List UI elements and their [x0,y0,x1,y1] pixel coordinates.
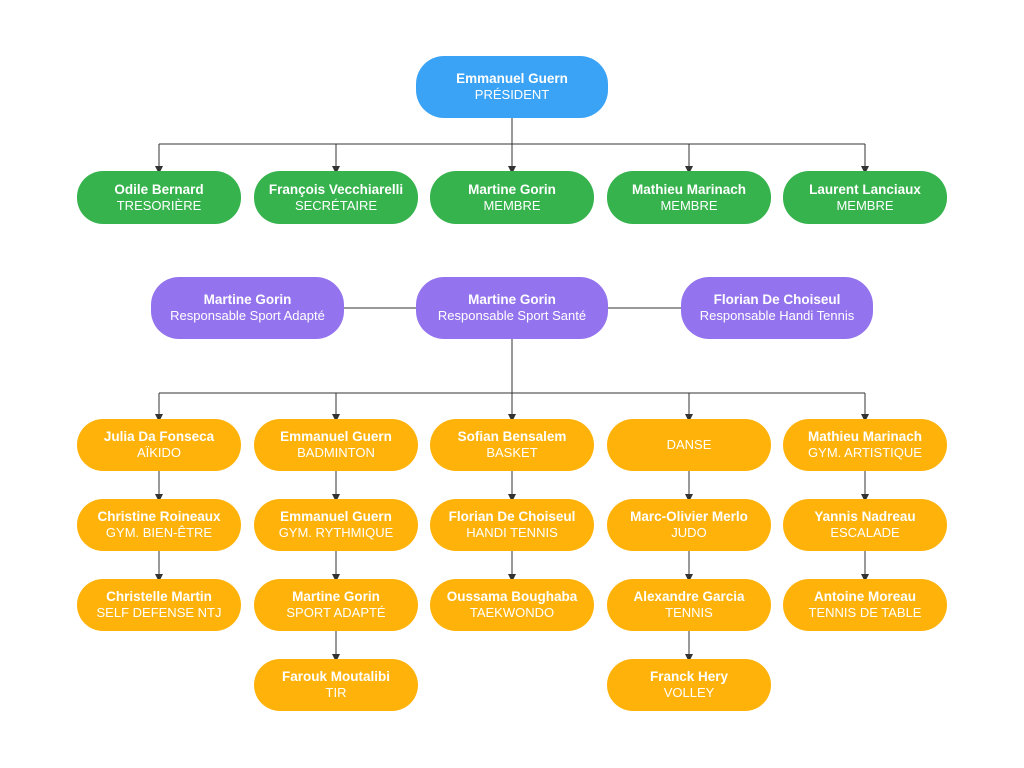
node-name: Farouk Moutalibi [282,669,390,684]
node-name: Christelle Martin [106,589,212,604]
node-name: Florian De Choiseul [448,509,576,524]
node-role: GYM. RYTHMIQUE [278,525,394,540]
responsable-node: Martine Gorin Responsable Sport Santé [416,277,608,339]
node-name: Antoine Moreau [813,589,916,604]
node-name: Franck Hery [649,669,729,684]
section-node: Antoine Moreau TENNIS DE TABLE [783,579,947,631]
node-role: TENNIS [665,605,713,620]
node-role: PRÉSIDENT [474,87,550,102]
node-role: TENNIS DE TABLE [808,605,922,620]
node-role: BASKET [486,445,538,460]
node-role: Responsable Handi Tennis [699,308,855,323]
node-role: SELF DEFENSE NTJ [96,605,222,620]
section-node: Marc-Olivier Merlo JUDO [607,499,771,551]
node-name: Christine Roineaux [97,509,221,524]
node-role: JUDO [671,525,707,540]
node-name: Mathieu Marinach [807,429,923,444]
section-node: Sofian Bensalem BASKET [430,419,594,471]
node-name: François Vecchiarelli [268,181,404,197]
section-node: Florian De Choiseul HANDI TENNIS [430,499,594,551]
bureau-node: Odile Bernard TRESORIÈRE [77,171,241,224]
node-role: GYM. ARTISTIQUE [808,445,922,460]
node-name: Odile Bernard [114,181,204,197]
section-node: Martine Gorin SPORT ADAPTÉ [254,579,418,631]
section-node: Yannis Nadreau ESCALADE [783,499,947,551]
node-name: Julia Da Fonseca [103,429,215,444]
node-name: Emmanuel Guern [280,429,392,444]
node-name: Sofian Bensalem [457,429,567,444]
node-role: Responsable Sport Adapté [170,308,325,323]
node-role: DANSE [666,437,712,452]
node-name: Mathieu Marinach [631,181,747,197]
bureau-node: Martine Gorin MEMBRE [430,171,594,224]
node-name: Florian De Choiseul [713,292,841,307]
section-node: Alexandre Garcia TENNIS [607,579,771,631]
node-role: MEMBRE [836,197,894,213]
node-role: TRESORIÈRE [116,197,202,213]
bureau-node: Mathieu Marinach MEMBRE [607,171,771,224]
node-role: HANDI TENNIS [466,525,558,540]
node-role: BADMINTON [297,445,375,460]
node-role: TAEKWONDO [469,605,555,620]
node-role: Responsable Sport Santé [437,308,587,323]
node-name: Alexandre Garcia [633,589,745,604]
bureau-node: Laurent Lanciaux MEMBRE [783,171,947,224]
node-name: Emmanuel Guern [456,71,568,86]
section-node: DANSE [607,419,771,471]
president-node: Emmanuel Guern PRÉSIDENT [416,56,608,118]
node-name: Martine Gorin [468,292,556,307]
responsable-node: Martine Gorin Responsable Sport Adapté [151,277,344,339]
node-role: GYM. BIEN-ÊTRE [105,525,213,540]
section-node: Christine Roineaux GYM. BIEN-ÊTRE [77,499,241,551]
node-name: Oussama Boughaba [446,589,578,604]
node-name: Marc-Olivier Merlo [630,509,748,524]
node-name: Emmanuel Guern [280,509,392,524]
section-node: Emmanuel Guern GYM. RYTHMIQUE [254,499,418,551]
node-role: SPORT ADAPTÉ [286,605,386,620]
node-name: Martine Gorin [292,589,380,604]
node-role: AÏKIDO [136,445,182,460]
node-role: VOLLEY [663,685,715,700]
section-node: Franck Hery VOLLEY [607,659,771,711]
responsable-node: Florian De Choiseul Responsable Handi Te… [681,277,873,339]
section-node: Mathieu Marinach GYM. ARTISTIQUE [783,419,947,471]
section-node: Julia Da Fonseca AÏKIDO [77,419,241,471]
section-node: Oussama Boughaba TAEKWONDO [430,579,594,631]
section-node: Christelle Martin SELF DEFENSE NTJ [77,579,241,631]
node-role: TIR [325,685,347,700]
section-node: Farouk Moutalibi TIR [254,659,418,711]
node-name: Martine Gorin [203,292,292,307]
section-node: Emmanuel Guern BADMINTON [254,419,418,471]
node-role: ESCALADE [830,525,900,540]
node-name: Laurent Lanciaux [809,181,921,197]
node-name: Yannis Nadreau [814,509,916,524]
node-role: MEMBRE [483,197,541,213]
bureau-node: François Vecchiarelli SECRÉTAIRE [254,171,418,224]
node-role: MEMBRE [660,197,718,213]
node-role: SECRÉTAIRE [294,197,378,213]
node-name: Martine Gorin [468,181,556,197]
